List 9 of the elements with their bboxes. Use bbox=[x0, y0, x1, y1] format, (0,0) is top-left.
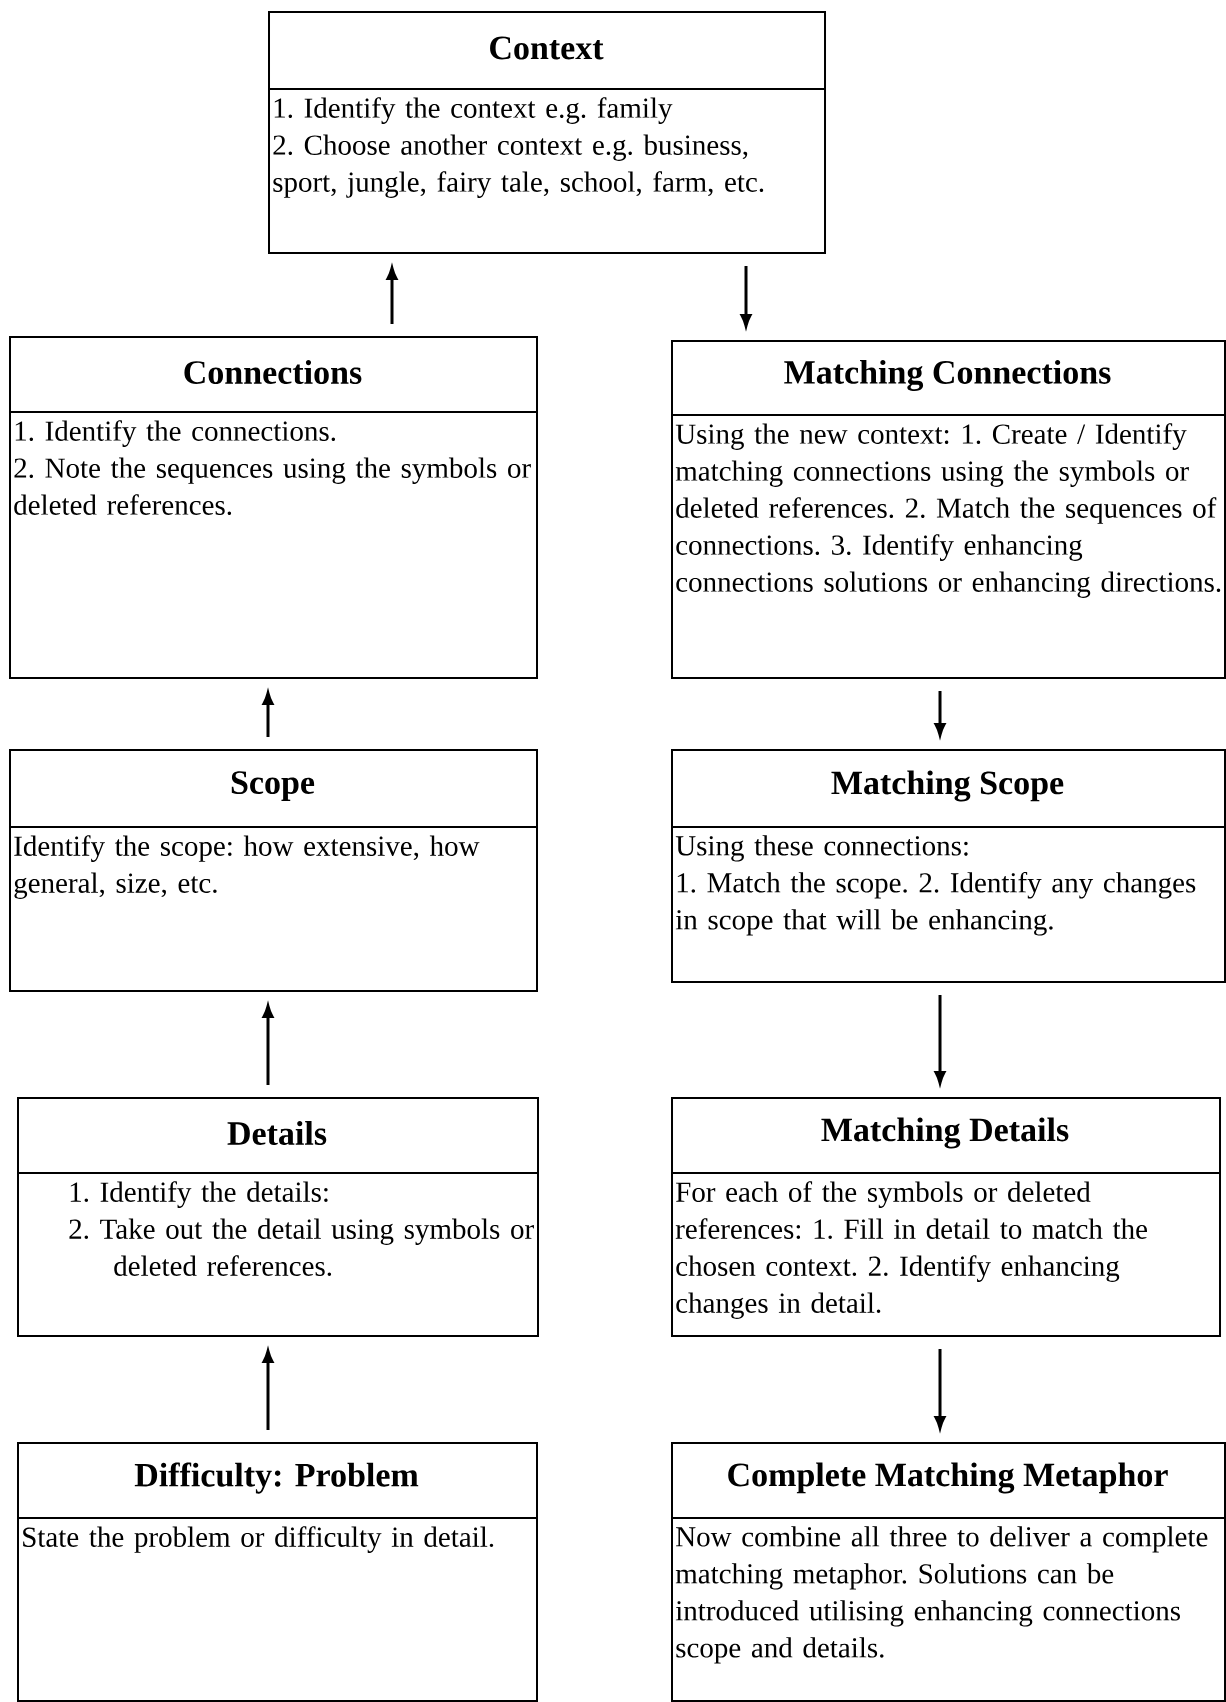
titled-box: Context 1. Identify the context e.g. family 2. Choose another context e.g. business, sport, jungle, fairy tale, school, farm, etc. bbox=[267, 11, 826, 254]
titled-box: Matching Details For each of the symbols or deleted references: 1. Fill in detail to match the chosen context. 2. Identify enhancing changes in detail. bbox=[670, 1097, 1221, 1337]
titled-box: Matching Scope Using these connections: 1. Match the scope. 2. Identify any changes in scope that will be enhancing. bbox=[670, 749, 1226, 983]
titled-box: Difficulty: Problem State the problem or difficulty in detail. bbox=[16, 1442, 538, 1702]
titled-box: Matching Connections Using the new context: 1. Create / Identify matching connections using the symbols or deleted references. 2. Match the sequences of connections. 3. Identify enhancing connections solutions or enhancing directions. bbox=[670, 340, 1226, 679]
titled-box: Scope Identify the scope: how extensive, how general, size, etc. bbox=[8, 749, 538, 992]
titled-box: Connections 1. Identify the connections. 2. Note the sequences using the symbols or deleted references. bbox=[8, 336, 538, 679]
titled-box: Details 1. Identify the details: 2. Take out the detail using symbols or deleted references. bbox=[16, 1097, 539, 1337]
titled-box: Complete Matching Metaphor Now combine all three to deliver a complete matching metaphor. Solutions can be introduced utilising enhancing connections scope and details. bbox=[670, 1442, 1226, 1702]
